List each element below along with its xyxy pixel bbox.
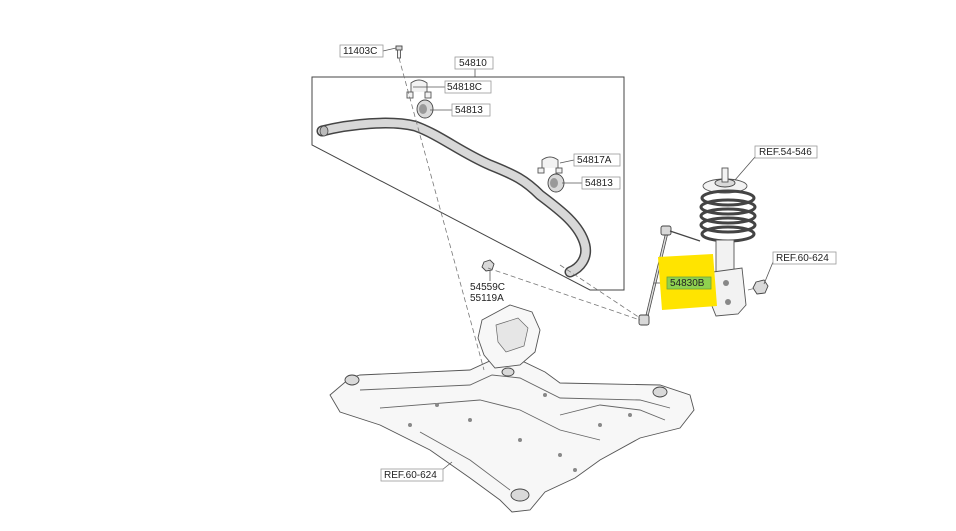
label-bracket-right[interactable]: 54817A — [573, 153, 621, 167]
label-bushing-right[interactable]: 54813 — [581, 176, 621, 190]
svg-text:54817A: 54817A — [577, 155, 612, 166]
bushing-left[interactable] — [416, 99, 434, 119]
label-strut-ref[interactable]: REF.54-546 — [754, 145, 818, 159]
svg-text:54830B: 54830B — [670, 278, 705, 289]
bracket-right[interactable] — [537, 156, 563, 174]
svg-text:REF.60-624: REF.60-624 — [384, 470, 437, 481]
label-bolt[interactable]: 11403C — [339, 44, 384, 58]
stabilizer-group-outline — [311, 76, 625, 291]
link-nut[interactable] — [481, 259, 495, 272]
svg-text:54813: 54813 — [455, 105, 483, 116]
label-stabilizer-link-highlight[interactable]: 54830B — [658, 254, 717, 310]
strut-assembly[interactable] — [699, 167, 757, 317]
label-bushing-left[interactable]: 54813 — [451, 103, 491, 117]
assembly-guide-lines — [398, 57, 757, 371]
bushing-bracket-left[interactable] — [406, 79, 432, 99]
front-subframe[interactable] — [329, 304, 695, 513]
stabilizer-link[interactable] — [638, 225, 701, 326]
svg-text:11403C: 11403C — [343, 46, 377, 57]
svg-text:REF.54-546: REF.54-546 — [759, 147, 812, 158]
label-link-bolt[interactable]: 55119A — [470, 293, 504, 304]
label-link-nut[interactable]: 54559C — [470, 282, 505, 293]
svg-text:54813: 54813 — [585, 178, 613, 189]
label-bracket-bushing[interactable]: 54818C — [444, 80, 492, 94]
label-subframe-ref[interactable]: REF.60-624 — [380, 468, 444, 482]
label-knuckle-ref[interactable]: REF.60-624 — [772, 251, 837, 265]
svg-text:54810: 54810 — [459, 58, 487, 69]
stabilizer-bar[interactable] — [316, 117, 592, 278]
svg-text:54559C: 54559C — [470, 282, 505, 293]
svg-text:55119A: 55119A — [470, 293, 504, 304]
bushing-right[interactable] — [547, 173, 565, 193]
label-stabilizer-bar[interactable]: 54810 — [454, 56, 494, 70]
svg-text:54818C: 54818C — [447, 82, 482, 93]
knuckle-nut[interactable] — [752, 279, 769, 295]
svg-text:REF.60-624: REF.60-624 — [776, 253, 829, 264]
bolt-11403c[interactable] — [395, 45, 403, 59]
leader-lines — [382, 47, 774, 471]
